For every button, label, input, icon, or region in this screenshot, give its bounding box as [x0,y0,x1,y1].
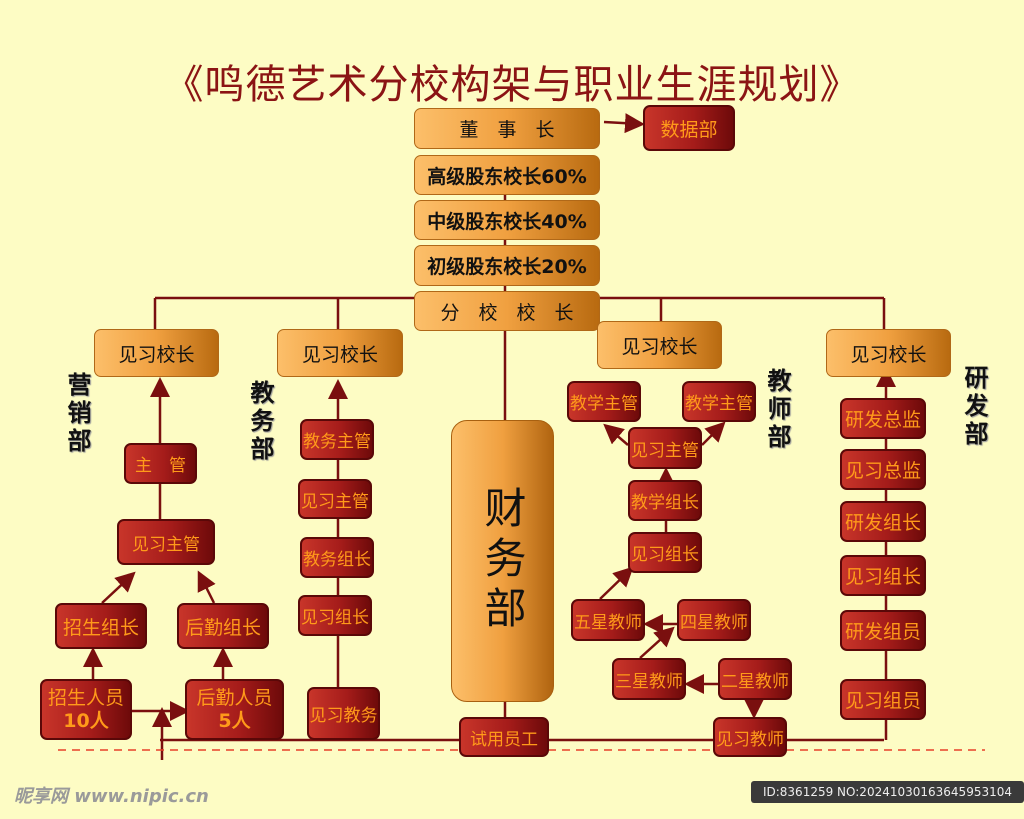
academic-dept-label: 教务部 [246,380,274,464]
enrollment-staff: 招生人员 10人 [40,679,132,740]
enrollment-staff-count: 10人 [63,709,109,732]
junior-principal-box: 初级股东校长20% [414,245,600,286]
teacher-head-box: 见习校长 [597,321,722,369]
data-dept-box: 数据部 [643,105,735,151]
academic-leader: 教务组长 [300,537,374,578]
rnd-member: 研发组员 [840,610,926,651]
rnd-leader: 研发组长 [840,501,926,542]
marketing-dept-label: 营销部 [63,372,91,456]
teacher-trainee-supervisor: 见习主管 [628,427,702,469]
teacher-trainee-leader: 见习组长 [628,532,702,573]
logistics-staff-count: 5人 [218,709,251,732]
teaching-supervisor-right: 教学主管 [682,381,756,422]
logistics-staff-label: 后勤人员 [196,686,273,709]
teacher-dept-label: 教师部 [763,368,791,452]
academic-trainee-supervisor: 见习主管 [298,479,372,519]
academic-head-box: 见习校长 [277,329,403,377]
trainee-teacher: 见习教师 [713,717,787,757]
enrollment-staff-label: 招生人员 [47,686,124,709]
finance-dept-box: 财务部 [451,420,554,702]
three-star-teacher: 三星教师 [612,658,686,700]
two-star-teacher: 二星教师 [718,658,792,700]
page-title: 《鸣德艺术分校构架与职业生涯规划》 [163,62,861,108]
branch-principal-box: 分 校 校 长 [414,291,600,331]
five-star-teacher: 五星教师 [571,599,645,641]
logistics-leader: 后勤组长 [177,603,269,649]
rnd-trainee-member: 见习组员 [840,679,926,720]
image-id-badge: ID:8361259 NO:20241030163645953104 [750,781,1024,803]
rnd-trainee-director: 见习总监 [840,449,926,490]
academic-trainee: 见习教务 [307,687,380,740]
rnd-head-box: 见习校长 [826,329,951,377]
marketing-head-box: 见习校长 [94,329,219,377]
rnd-dept-label: 研发部 [960,365,988,449]
teaching-leader: 教学组长 [628,480,702,521]
probation-staff-box: 试用员工 [459,717,549,757]
marketing-trainee-supervisor: 见习主管 [117,519,215,565]
enrollment-leader: 招生组长 [55,603,147,649]
logistics-staff: 后勤人员 5人 [185,679,284,740]
marketing-supervisor: 主 管 [124,443,197,484]
rnd-trainee-leader: 见习组长 [840,555,926,596]
four-star-teacher: 四星教师 [677,599,751,641]
rnd-director: 研发总监 [840,398,926,439]
chairman-to-data-line [603,113,645,134]
middle-principal-box: 中级股东校长40% [414,200,600,240]
watermark-logo: 昵享网 www.nipic.cn [14,786,209,807]
academic-supervisor: 教务主管 [300,419,374,460]
senior-principal-box: 高级股东校长60% [414,155,600,195]
teaching-supervisor-left: 教学主管 [567,381,641,422]
academic-trainee-leader: 见习组长 [298,595,372,636]
chairman-box: 董 事 长 [414,108,600,149]
